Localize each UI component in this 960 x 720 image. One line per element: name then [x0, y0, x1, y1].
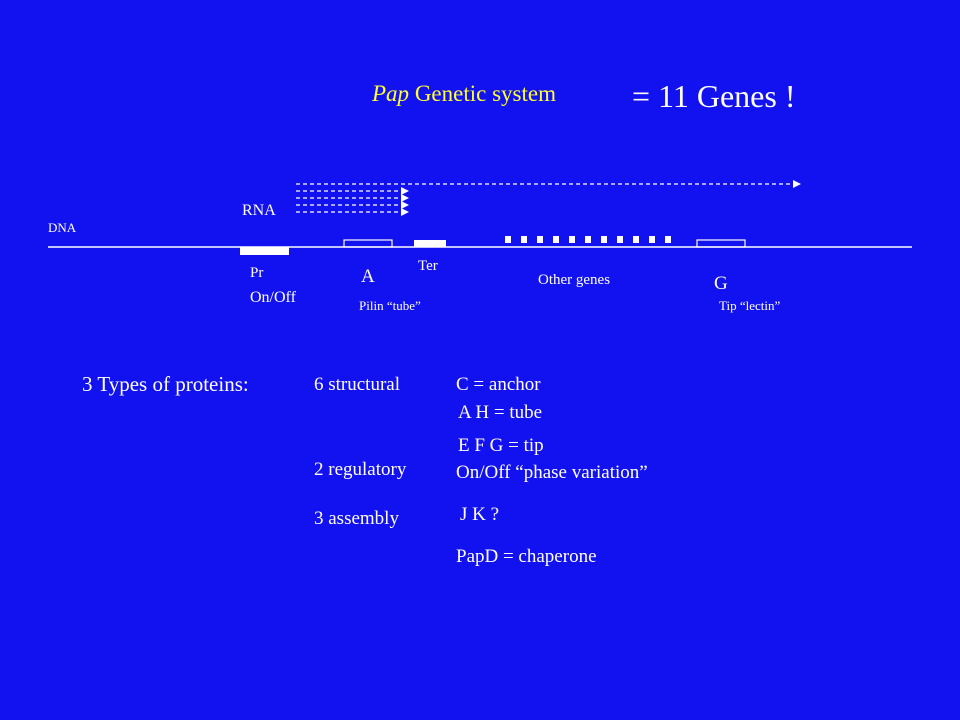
papd-chaperone: PapD = chaperone	[456, 546, 597, 567]
structural-label: 6 structural	[314, 374, 401, 395]
c-anchor: C = anchor	[456, 374, 541, 395]
assembly-label: 3 assembly	[314, 508, 399, 529]
terminator-label: Ter	[418, 258, 438, 274]
other-genes-label: Other genes	[538, 272, 611, 288]
onoff-phase: On/Off “phase variation”	[456, 462, 648, 483]
other-genes-blocks	[505, 236, 671, 243]
tip-lectin-label: Tip “lectin”	[719, 298, 781, 313]
gene-a-box	[343, 239, 393, 248]
dna-label: DNA	[48, 220, 77, 235]
gene-a-label: A	[361, 266, 375, 287]
onoff-label: On/Off	[250, 289, 296, 306]
gene-g-box	[696, 239, 746, 248]
ah-tube: A H = tube	[458, 402, 543, 423]
promoter-block	[240, 247, 289, 255]
efg-tip: E F G = tip	[458, 435, 544, 456]
jk: J K ?	[460, 504, 500, 525]
pilin-label: Pilin “tube”	[359, 298, 421, 313]
terminator-block	[414, 240, 446, 247]
proteins-heading: 3 Types of proteins:	[82, 372, 249, 396]
title-italic: Pap	[372, 81, 410, 106]
promoter-label: Pr	[250, 265, 264, 281]
regulatory-label: 2 regulatory	[314, 459, 407, 480]
title-rest: Genetic system	[409, 81, 556, 106]
gene-g-label: G	[714, 273, 728, 294]
title: Pap Genetic system	[372, 82, 556, 105]
rna-label: RNA	[242, 202, 276, 219]
gene-count: = 11 Genes !	[632, 78, 796, 114]
